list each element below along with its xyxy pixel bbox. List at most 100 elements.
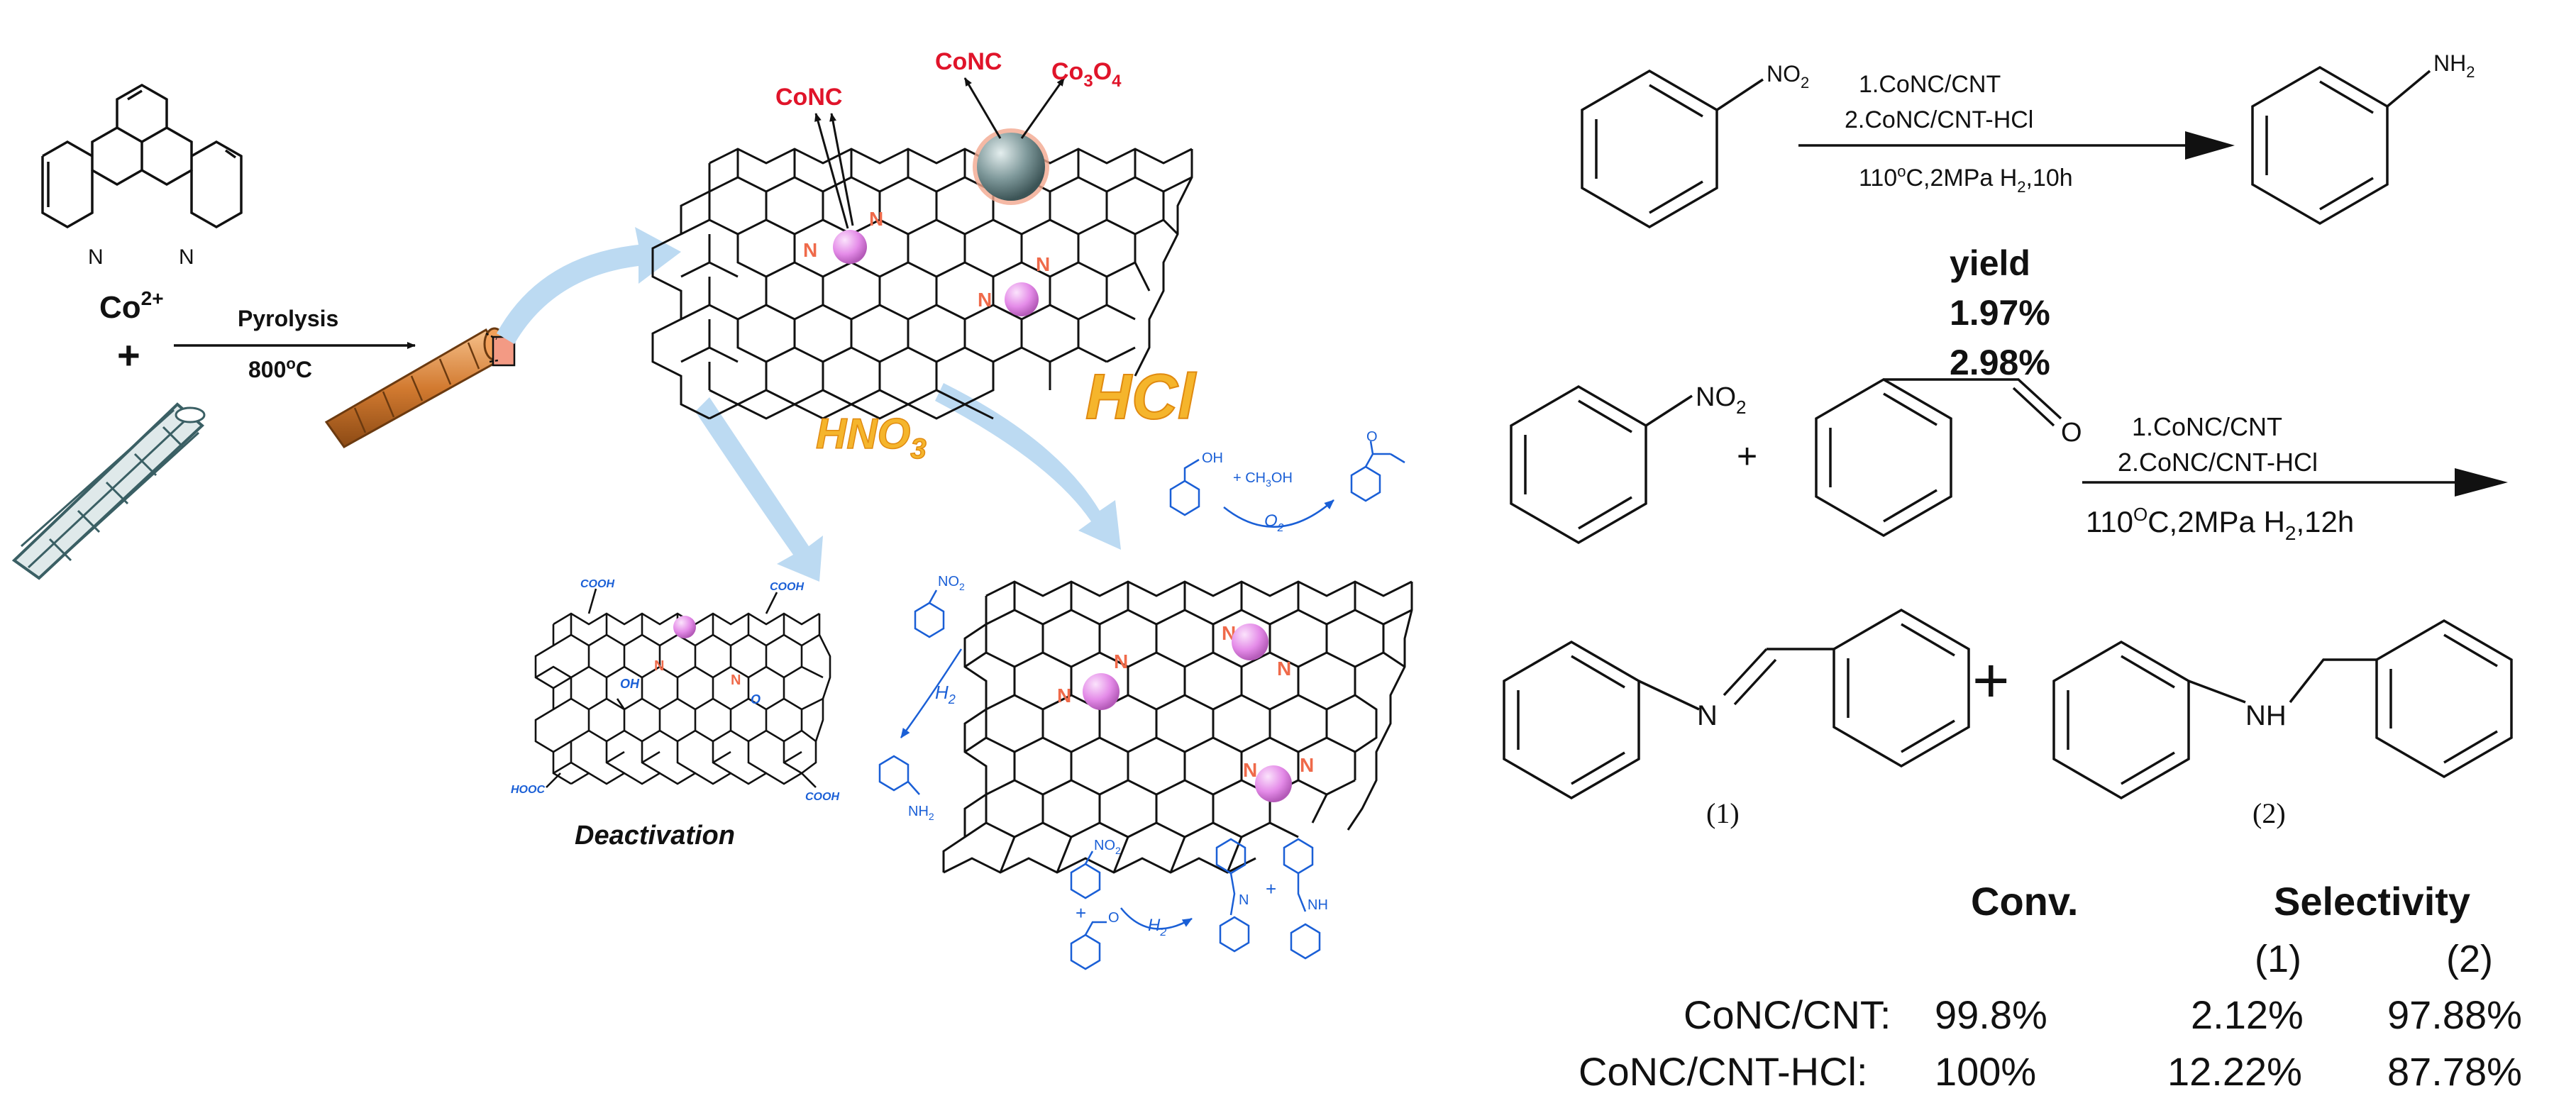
carbon-nanotube-orange (324, 327, 516, 448)
hydrogen-label: H2 (935, 682, 956, 707)
cooh-group: COOH (770, 581, 804, 593)
reaction2-catalyst-1: 1.CoNC/CNT (2132, 412, 2282, 441)
nitrobenzene-structure-2 (1510, 384, 1693, 545)
nitrobenzene-structure (1581, 69, 1764, 229)
oh-group: OH (1202, 450, 1223, 466)
conc-label-left: CoNC (775, 84, 842, 111)
hcl-label: HCl (1085, 362, 1197, 433)
nitrobenzene-hydrogenation (878, 589, 963, 795)
hooc-group: HOOC (511, 784, 545, 796)
pyrolysis-label: Pyrolysis (238, 306, 338, 331)
amine-product-structure (2052, 619, 2513, 800)
nitro-group: NO2 (938, 574, 965, 592)
aniline-structure (2251, 65, 2431, 226)
alcohol-oxidation-labels: OH + CH3OH O2 O (1202, 429, 1378, 534)
phen-n-right: N (179, 245, 194, 269)
imine-product-structure (1503, 608, 1970, 800)
conv-header: Conv. (1971, 879, 2078, 924)
cobalt-single-atom (673, 616, 696, 638)
label-pointer-arrows (814, 77, 1066, 229)
yield-value-1: 1.97% (1950, 293, 2050, 333)
selectivity-sub-1: (1) (2255, 938, 2301, 980)
n-atom: N (654, 658, 664, 674)
hydrogen-label: H2 (1148, 916, 1166, 938)
reaction1-nitro-label: NO2 (1767, 61, 1809, 92)
plus-sign: + (1266, 878, 1276, 899)
phen-n-left: N (88, 245, 104, 269)
deactivated-sheet-nitrogens: N N (654, 658, 741, 688)
row-sel1: 2.12% (2191, 992, 2304, 1037)
imine-n: N (1239, 892, 1249, 908)
reaction2-conditions: 110OC,2MPa H2,12h (2086, 504, 2354, 544)
row-sel2: 97.88% (2387, 992, 2522, 1037)
nitro-group: NO2 (1094, 838, 1121, 856)
nitro-hydrogenation-labels: NO2 H2 NH2 (908, 574, 965, 822)
cobalt-single-atom (1255, 765, 1292, 802)
yield-value-2: 2.98% (1950, 343, 2050, 382)
benzyl-alcohol-oxidation (1169, 441, 1405, 528)
top-sheet-nitrogens: N N N N (803, 208, 1050, 311)
reaction2-plus: + (1737, 436, 1757, 476)
carbon-nanotube-teal (11, 402, 206, 580)
graphene-sheet-deactivated (534, 588, 831, 788)
row-catalyst: CoNC/CNT: (1684, 992, 1891, 1037)
n-atom: N (978, 289, 992, 311)
n-atom: N (803, 239, 817, 261)
oxygen-label: O2 (1264, 511, 1284, 534)
carbonyl-o: O (1108, 910, 1120, 926)
co3o4-label: Co3O4 (1051, 58, 1122, 91)
blue-arrow-to-deactivation (695, 397, 823, 582)
cobalt-single-atom (1083, 673, 1120, 710)
selectivity-sub-2: (2) (2446, 938, 2493, 980)
reaction2-nitro-label: NO2 (1696, 382, 1746, 418)
amine-nh: NH (1308, 897, 1328, 913)
plus-sign: + (1076, 902, 1086, 924)
imine-n-atom: N (1697, 700, 1718, 731)
cooh-group: COOH (580, 578, 614, 590)
reaction2-catalyst-2: 2.CoNC/CNT-HCl (2118, 448, 2318, 477)
n-atom: N (1114, 650, 1128, 672)
methanol-label: + CH3OH (1233, 470, 1293, 489)
n-atom: N (1036, 253, 1050, 275)
row-sel2: 87.78% (2387, 1049, 2522, 1094)
reductive-amination-scheme (1070, 838, 1321, 970)
reaction1-amine-label: NH2 (2433, 50, 2475, 81)
n-atom: N (1057, 685, 1071, 707)
cobalt-ion-label: Co2+ (99, 287, 164, 325)
table-row: CoNC/CNT: 99.8% 2.12% 97.88% (1684, 992, 2522, 1037)
n-atom: N (1277, 658, 1291, 680)
phenanthroline-structure (41, 83, 243, 229)
carbonyl-o: O (751, 692, 761, 707)
n-atom: N (869, 208, 883, 230)
reaction1-catalyst-1: 1.CoNC/CNT (1859, 71, 2001, 98)
cobalt-oxide-particle (973, 128, 1049, 205)
reaction1-arrowhead (2185, 131, 2235, 160)
n-atom: N (1243, 759, 1257, 781)
deactivation-label: Deactivation (575, 821, 735, 851)
row-conv: 99.8% (1935, 992, 2047, 1037)
graphene-sheet-hcl (942, 580, 1413, 874)
benzaldehyde-structure (1815, 377, 2062, 538)
product-label-2: (2) (2252, 797, 2286, 829)
cobalt-single-atom (1232, 624, 1268, 660)
product-label-1: (1) (1706, 797, 1740, 829)
hno3-label: HNO3 (816, 410, 927, 465)
conc-label-right: CoNC (935, 48, 1002, 75)
carbonyl-o: O (1366, 429, 1378, 445)
reaction2-arrowhead (2455, 468, 2508, 497)
blue-arrow-to-top-sheet (497, 227, 681, 344)
oh-group: OH (620, 677, 640, 691)
amine-nh-atom: NH (2245, 700, 2287, 731)
product-plus: + (1972, 646, 2010, 716)
cobalt-single-atom (1005, 282, 1039, 316)
deactivated-sheet-labels: COOH COOH HOOC COOH OH O (511, 578, 839, 803)
pyrolysis-temperature: 800oC (248, 355, 312, 382)
row-catalyst: CoNC/CNT-HCl: (1579, 1049, 1868, 1094)
selectivity-header: Selectivity (2274, 879, 2470, 924)
cobalt-single-atom (833, 230, 867, 264)
benzaldehyde-o: O (2061, 418, 2082, 448)
amine-group: NH2 (908, 804, 934, 822)
row-sel1: 12.22% (2167, 1049, 2302, 1094)
results-table: Conv. Selectivity (1) (2) CoNC/CNT: 99.8… (1579, 879, 2522, 1094)
yield-label: yield (1950, 243, 2030, 283)
